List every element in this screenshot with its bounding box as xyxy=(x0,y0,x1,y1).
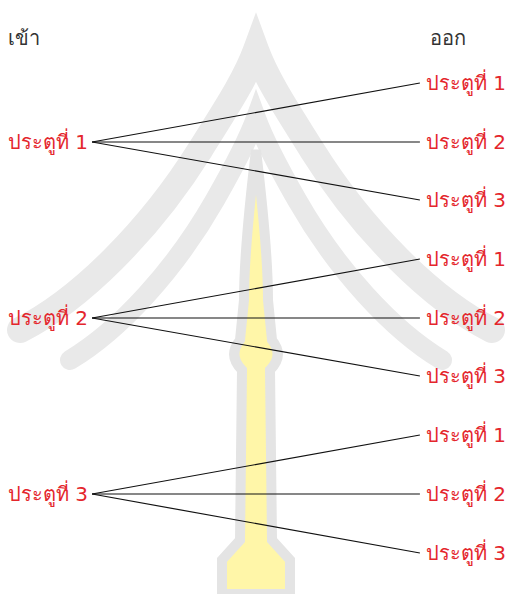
gate-label: ประตูที่ 2 xyxy=(8,306,88,330)
branch-line xyxy=(92,142,420,200)
column-heading: เข้า xyxy=(8,26,40,50)
gate-name: ประตูที่ 2 xyxy=(426,482,506,506)
gate-label: ประตูที่ 1 xyxy=(426,247,506,271)
gate-label: ประตูที่ 1 xyxy=(426,71,506,95)
gate-label: ประตูที่ 3 xyxy=(426,188,506,212)
branch-line xyxy=(92,435,420,494)
gate-name: ประตูที่ 3 xyxy=(426,188,506,212)
gate-name: ประตูที่ 3 xyxy=(8,482,88,506)
gate-name: ประตูที่ 1 xyxy=(8,130,88,154)
gate-label: ประตูที่ 2 xyxy=(426,130,506,154)
column-heading: ออก xyxy=(430,26,466,50)
branch-line xyxy=(92,493,420,494)
gate-label: ประตูที่ 1 xyxy=(8,130,88,154)
branch-line xyxy=(92,259,420,318)
branch-line xyxy=(92,494,420,553)
gate-label: ประตูที่ 3 xyxy=(426,364,506,388)
branch-line xyxy=(92,317,420,318)
branch-line xyxy=(92,141,420,142)
gate-name: ประตูที่ 3 xyxy=(426,541,506,565)
gate-name: ประตูที่ 2 xyxy=(8,306,88,330)
branch-line xyxy=(92,83,420,142)
gate-label: ประตูที่ 1 xyxy=(426,423,506,447)
gate-label: ประตูที่ 3 xyxy=(8,482,88,506)
gate-label: ประตูที่ 3 xyxy=(426,541,506,565)
branch-line xyxy=(92,318,420,376)
gate-label: ประตูที่ 2 xyxy=(426,482,506,506)
gate-name: ประตูที่ 1 xyxy=(426,247,506,271)
gate-name: ประตูที่ 2 xyxy=(426,306,506,330)
gate-name: ประตูที่ 1 xyxy=(426,423,506,447)
gate-label: ประตูที่ 2 xyxy=(426,306,506,330)
gate-name: ประตูที่ 2 xyxy=(426,130,506,154)
gate-name: ประตูที่ 1 xyxy=(426,71,506,95)
gate-name: ประตูที่ 3 xyxy=(426,364,506,388)
